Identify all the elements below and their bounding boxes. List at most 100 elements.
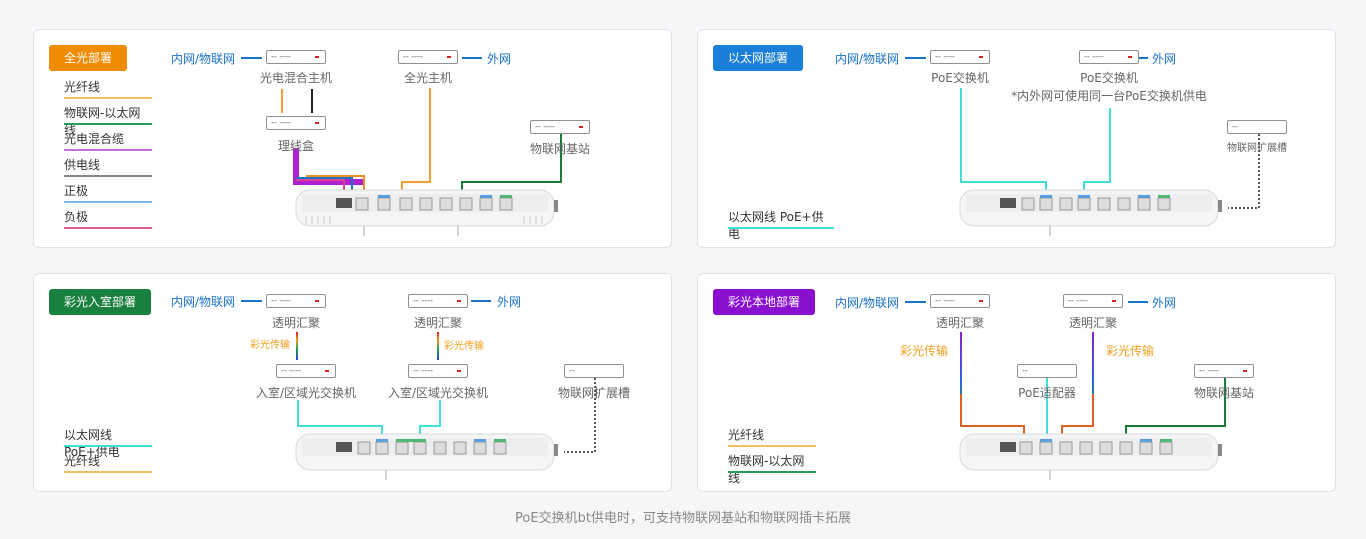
label-aggregation-1: 透明汇聚 — [935, 316, 985, 330]
device-aggregation-2: -- ---- — [1063, 294, 1123, 308]
access-point-device — [959, 433, 1222, 480]
label-poe-switch-2: PoE交换机 — [1080, 71, 1138, 85]
device-iot-slot: -- — [1227, 120, 1287, 134]
label-color-transmission-1: 彩光传输 — [250, 340, 290, 351]
legend-item: 物联网-以太网线 — [64, 104, 152, 137]
legend-label: 光纤线 — [64, 80, 101, 94]
device-text: -- ---- — [535, 122, 555, 131]
label-iot-slot: 物联网扩展槽 — [557, 386, 631, 400]
device-text: -- ---- — [271, 118, 291, 127]
label-cable-box: 理线盒 — [277, 139, 315, 153]
label-color-transmission-2: 彩光传输 — [444, 341, 484, 352]
device-poe-switch-2: -- ---- — [1079, 50, 1139, 64]
device-text: -- — [1232, 122, 1238, 131]
panel-3-lines — [241, 300, 596, 480]
access-point-device — [295, 433, 558, 480]
device-indoor-switch-2: -- ---- — [408, 364, 468, 378]
legend: 以太网线 PoE+供电 — [728, 208, 834, 241]
panel-color-optical-local: 彩光本地部署 光纤线 物联网-以太网线 内网/物联网 外网 -- ---- 透明… — [697, 273, 1336, 492]
footer-note: PoE交换机bt供电时，可支持物联网基站和物联网插卡拓展 — [515, 511, 851, 526]
label-indoor-switch-1: 入室/区域光交换机 — [255, 386, 357, 400]
device-poe-switch-1: -- ---- — [930, 50, 990, 64]
panel-all-optical: 全光部署 光纤线 物联网-以太网线 光电混合缆 供电线 正极 负极 内网/物联网… — [33, 29, 672, 248]
badge-ethernet: 以太网部署 — [713, 45, 804, 71]
legend-label: 负极 — [64, 210, 89, 224]
legend-label: 物联网-以太网线 — [64, 106, 141, 137]
label-inner-network: 内网/物联网 — [171, 52, 236, 66]
panel-4-lines — [905, 301, 1226, 480]
legend: 光纤线 物联网-以太网线 光电混合缆 供电线 正极 负极 — [64, 78, 152, 234]
device-text: -- ---- — [413, 366, 433, 375]
label-aggregation-2: 透明汇聚 — [1068, 316, 1118, 330]
label-color-transmission-2: 彩光传输 — [1106, 344, 1155, 358]
device-aggregation-1: -- ---- — [930, 294, 990, 308]
panel-ethernet: 以太网部署 以太网线 PoE+供电 内网/物联网 外网 -- ---- PoE交… — [697, 29, 1336, 248]
device-aggregation-1: -- ---- — [266, 294, 326, 308]
device-text: -- ---- — [413, 296, 433, 305]
legend-label: 以太网线 PoE+供电 — [728, 210, 824, 241]
legend-item: 光纤线 — [64, 452, 152, 478]
legend-item: 光纤线 — [64, 78, 152, 104]
device-allopt-box: -- ---- — [398, 50, 458, 64]
note-shared-switch: *内外网可使用同一台PoE交换机供电 — [1011, 89, 1207, 103]
legend-item: 以太网线 PoE+供电 — [64, 426, 152, 459]
device-text: -- ---- — [403, 52, 423, 61]
legend-label: 以太网线 PoE+供电 — [64, 428, 120, 459]
panel-2-lines — [905, 57, 1260, 236]
label-outer-network: 外网 — [1152, 296, 1177, 310]
device-text: -- ---- — [1084, 52, 1104, 61]
legend-item: 光电混合缆 — [64, 130, 152, 156]
panel-color-optical-indoor: 彩光入室部署 以太网线 PoE+供电 光纤线 内网/物联网 外网 -- ----… — [33, 273, 672, 492]
legend-label: 光电混合缆 — [64, 132, 125, 146]
label-outer-network: 外网 — [497, 295, 522, 309]
label-iot-station: 物联网基站 — [1193, 386, 1255, 400]
device-text: -- ---- — [935, 52, 955, 61]
device-aggregation-2: -- ---- — [408, 294, 468, 308]
label-poe-adapter: PoE适配器 — [1018, 386, 1076, 400]
legend-item: 以太网线 PoE+供电 — [728, 208, 834, 241]
device-cable-box: -- ---- — [266, 116, 326, 130]
device-indoor-switch-1: -- ---- — [276, 364, 336, 378]
device-text: -- ---- — [935, 296, 955, 305]
legend-label: 物联网-以太网线 — [728, 454, 805, 485]
legend-item: 供电线 — [64, 156, 152, 182]
label-outer-network: 外网 — [1152, 52, 1177, 66]
device-text: -- — [569, 366, 575, 375]
legend-label: 光纤线 — [64, 454, 101, 468]
device-iot-station: -- ---- — [530, 120, 590, 134]
device-iot-station: -- ---- — [1194, 364, 1254, 378]
badge-all-optical: 全光部署 — [49, 45, 128, 71]
device-text: -- ---- — [281, 366, 301, 375]
label-iot-slot: 物联网扩展槽 — [1227, 143, 1287, 154]
label-outer-network: 外网 — [487, 52, 512, 66]
access-point-device — [959, 189, 1222, 236]
badge-color-optical-indoor: 彩光入室部署 — [49, 289, 152, 315]
legend-item: 正极 — [64, 182, 152, 208]
legend-item: 物联网-以太网线 — [728, 452, 816, 485]
legend-item: 光纤线 — [728, 426, 816, 452]
label-inner-network: 内网/物联网 — [171, 295, 236, 309]
label-aggregation-1: 透明汇聚 — [271, 316, 321, 330]
access-point-device — [295, 189, 558, 236]
label-all-optical-host: 全光主机 — [403, 71, 453, 85]
label-inner-network: 内网/物联网 — [835, 52, 900, 66]
label-color-transmission-1: 彩光传输 — [900, 344, 949, 358]
legend-item: 负极 — [64, 208, 152, 234]
device-iot-slot: -- — [564, 364, 624, 378]
legend: 以太网线 PoE+供电 光纤线 — [64, 426, 152, 478]
label-indoor-switch-2: 入室/区域光交换机 — [387, 386, 489, 400]
device-host-box: -- ---- — [266, 50, 326, 64]
device-text: -- ---- — [271, 296, 291, 305]
label-poe-switch-1: PoE交换机 — [931, 71, 989, 85]
device-text: -- ---- — [271, 52, 291, 61]
legend-label: 光纤线 — [728, 428, 765, 442]
label-aggregation-2: 透明汇聚 — [413, 316, 463, 330]
label-hybrid-host: 光电混合主机 — [259, 71, 333, 85]
legend-label: 供电线 — [64, 158, 101, 172]
device-text: -- ---- — [1199, 366, 1219, 375]
device-text: -- ---- — [1068, 296, 1088, 305]
device-text: -- — [1022, 366, 1028, 375]
legend: 光纤线 物联网-以太网线 — [728, 426, 816, 485]
device-poe-adapter: -- — [1017, 364, 1077, 378]
label-inner-network: 内网/物联网 — [835, 296, 900, 310]
